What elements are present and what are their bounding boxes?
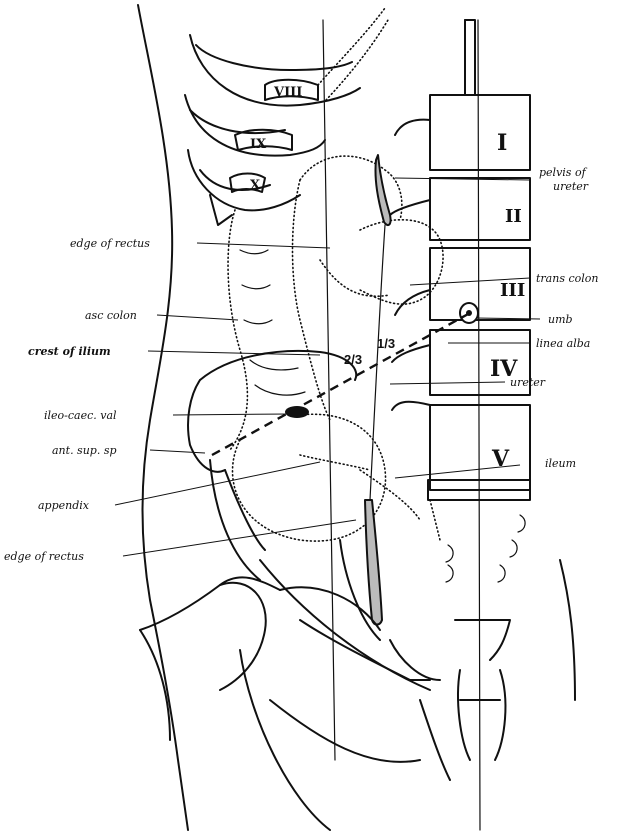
vertebral-column [390,20,530,500]
label-trans-colon: trans colon [536,272,598,285]
label-asc-colon: asc colon [85,309,137,322]
label-pelvis-of-ureter-line1: pelvis of [539,166,588,179]
ribs [185,8,388,225]
label-umb: umb [548,313,573,326]
label-pelvis-of-ureter-line2: ureter [553,180,589,193]
colon-outline [228,156,443,541]
body-outline-left [138,5,188,830]
label-ileum: ileum [545,457,576,470]
edge-of-rectus-line [323,20,335,760]
body-outline-right [560,560,575,700]
rib-label-x: X [250,178,261,193]
ileo-caecal-valve-mark [285,406,309,418]
label-edge-of-rectus-upper: edge of rectus [70,237,150,250]
linea-alba-line [478,20,480,830]
haustra [240,250,305,395]
label-appendix: appendix [38,499,90,512]
vertebra-label-ii: II [505,206,522,227]
lower-abdomen-marks [430,500,525,582]
ratio-two-thirds: 2/3 [344,352,362,367]
asis-umbilicus-line [212,313,470,455]
label-ant-sup-sp: ant. sup. sp [52,444,117,457]
label-edge-of-rectus-lower: edge of rectus [4,550,84,563]
label-linea-alba: linea alba [536,337,590,350]
label-ureter: ureter [510,376,546,389]
label-crest-of-ilium: crest of ilium [28,345,111,358]
vertebra-label-i: I [497,130,507,156]
rib-label-ix: IX [250,137,267,152]
rib-label-viii: VIII [273,85,302,100]
ratio-one-third: 1/3 [377,336,395,351]
label-ileo-caec-val: ileo-caec. val [44,409,117,422]
pelvis [140,351,510,830]
ureter [365,155,391,625]
vertebra-label-iii: III [500,280,525,301]
